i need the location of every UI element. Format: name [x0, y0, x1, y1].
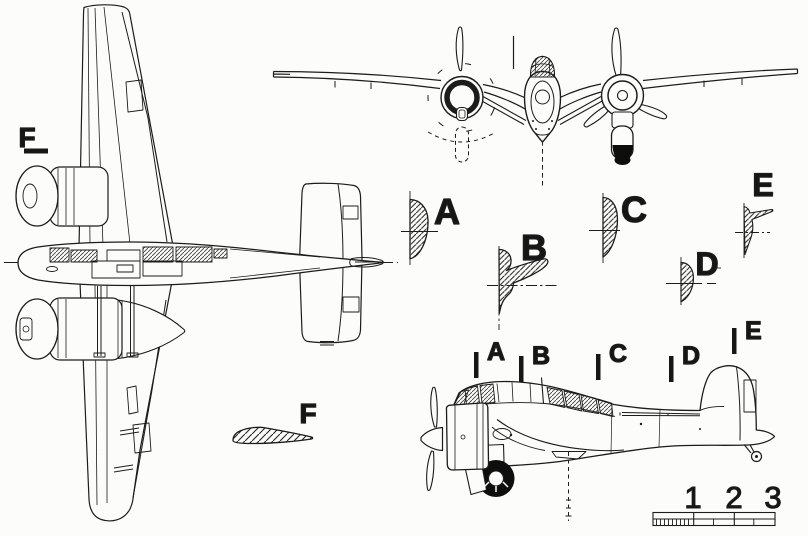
- station-d-label: D: [682, 342, 700, 370]
- front-prop-blade-left: [583, 104, 612, 128]
- cross-section-e-label: E: [752, 167, 773, 203]
- cross-section-e: E: [735, 166, 774, 258]
- cross-sections: A B C D E: [401, 166, 774, 330]
- side-canopy-glazing: [452, 383, 614, 417]
- plan-canopy-glazing: [49, 246, 228, 263]
- airfoil-f-label: F: [299, 398, 316, 429]
- plan-section-cut-label-f: F: [18, 122, 35, 153]
- side-view: A B C D E: [420, 316, 776, 521]
- cross-section-c-label: C: [621, 189, 647, 230]
- front-prop-blade-right: [633, 103, 668, 120]
- side-engine: [420, 386, 490, 491]
- cross-section-c: C: [589, 188, 648, 263]
- scale-label-1: 1: [684, 480, 701, 515]
- station-c-label: C: [609, 340, 627, 368]
- airfoil-section-f: F: [232, 397, 317, 445]
- front-prop-blade-left-up: [455, 26, 464, 72]
- side-prop-blade-down: [426, 450, 435, 491]
- front-wing: [272, 68, 799, 110]
- side-datum-dashed-line: [565, 452, 572, 521]
- plan-fuselage: [17, 241, 385, 287]
- retracted-wheel-dashed: [455, 126, 469, 163]
- side-antenna-mast: [540, 377, 545, 405]
- front-prop-blade-up: [611, 27, 622, 78]
- side-ventral-blade: [551, 451, 587, 460]
- front-wing-root-lines: [479, 96, 605, 125]
- side-prop-blade-up: [430, 386, 438, 428]
- plan-gear-struts: [93, 286, 139, 358]
- front-view: [272, 26, 799, 186]
- cross-section-d: D: [666, 245, 721, 305]
- station-b-label: B: [532, 342, 550, 370]
- front-fuselage: [512, 36, 562, 186]
- plan-section-cut-bar: [24, 148, 48, 154]
- side-station-markers: A B C D E: [474, 316, 762, 382]
- station-a-label: A: [487, 338, 505, 366]
- front-canopy: [529, 55, 556, 78]
- scale-label-2: 2: [725, 480, 742, 515]
- cross-section-b: B: [487, 226, 557, 330]
- cross-section-b-label: B: [521, 227, 547, 268]
- cross-section-a-label: A: [434, 191, 460, 232]
- cross-section-a: A: [401, 190, 461, 265]
- scale-bar: 1 2 3: [652, 479, 782, 527]
- cross-section-d-label: D: [695, 246, 718, 282]
- plan-fin: [349, 256, 384, 268]
- side-fuselage: [451, 365, 776, 468]
- plan-nacelle-top: [15, 165, 109, 227]
- front-nacelle-right: [583, 27, 668, 165]
- side-spinner: [420, 426, 444, 452]
- propeller-disc-dashed: [427, 62, 497, 132]
- plan-nacelle-bottom: [15, 297, 186, 361]
- scale-label-3: 3: [764, 480, 781, 515]
- plan-view: F: [4, 4, 398, 522]
- plan-interior-detail: [46, 249, 183, 279]
- station-e-label: E: [745, 317, 762, 345]
- front-nacelle-left: [427, 26, 497, 163]
